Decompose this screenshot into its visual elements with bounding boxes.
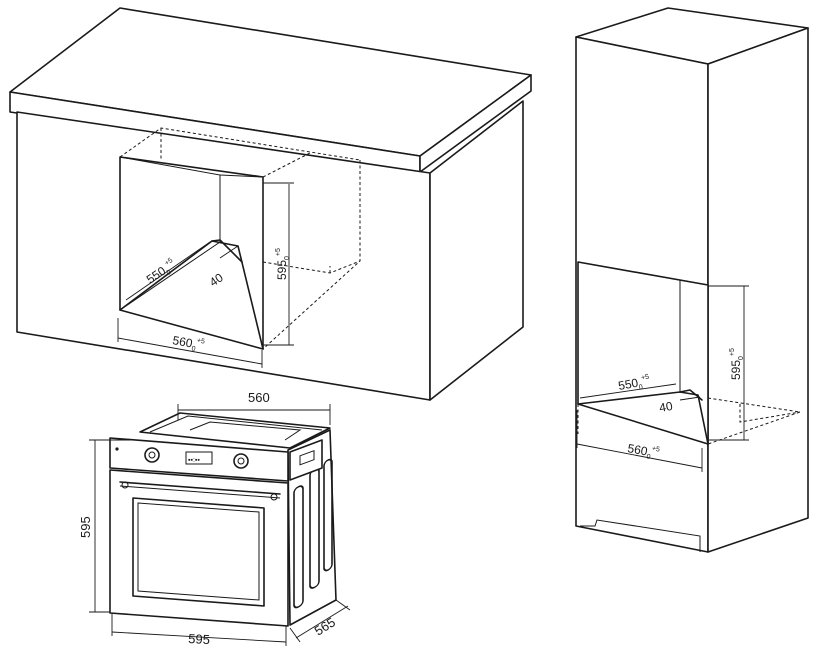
svg-text:5950+5: 5950+5 xyxy=(275,248,291,280)
undercounter-width-label: 5600+5 xyxy=(171,333,205,354)
display-icon: ▪▪:▪▪ xyxy=(188,457,200,464)
undercounter-width-sup: +5 xyxy=(196,337,205,345)
undercounter-width-sub: 0 xyxy=(191,346,196,354)
undercounter-height-label: 5950+5 xyxy=(275,248,291,280)
tall-unit-side xyxy=(707,27,809,553)
oven-front-width-label: 595 xyxy=(188,631,210,647)
tall-width-value: 560 xyxy=(626,441,648,458)
svg-text:5500+5: 5500 +5 xyxy=(617,374,651,395)
oven-top-width-label: 560 xyxy=(248,390,270,405)
tall-depth-sup: +5 xyxy=(641,374,650,382)
tall-depth-value: 550 xyxy=(617,376,639,393)
tall-recess-floor xyxy=(577,391,709,445)
undercounter-cabinet: 5500+5 40 5950+5 5600+5 xyxy=(9,7,532,401)
recess-floor xyxy=(119,240,264,350)
tall-width-sub: 0 xyxy=(646,454,651,462)
right-knob-icon xyxy=(233,453,249,469)
tall-width-label: 5600+5 xyxy=(626,441,660,462)
svg-text:5950+5: 5950+5 xyxy=(729,348,745,380)
tall-depth-sub: 0 xyxy=(638,384,643,392)
undercounter-width-value: 560 xyxy=(171,333,193,350)
oven-top xyxy=(139,412,331,449)
tall-unit-cabinet: 5500+5 40 5950+5 5600+5 xyxy=(575,7,809,553)
undercounter-depth-sub: 0 xyxy=(165,269,172,277)
tall-height-label: 5950+5 xyxy=(729,348,745,380)
oven: ▪▪:▪▪ 560 595 595 565 xyxy=(78,390,351,647)
oven-height-label: 595 xyxy=(78,516,93,538)
oven-side-rail-1 xyxy=(293,485,304,609)
tall-gap-label: 40 xyxy=(658,399,674,415)
svg-text:5600+5: 5600+5 xyxy=(171,333,205,354)
indicator-light-icon xyxy=(115,447,119,451)
tall-height-value: 595 xyxy=(729,360,743,380)
oven-depth-label: 565 xyxy=(312,614,338,638)
tall-height-sub: 0 xyxy=(738,356,745,360)
tall-width-sup: +5 xyxy=(651,445,660,453)
undercounter-height-value: 595 xyxy=(275,260,289,280)
svg-text:5600+5: 5600+5 xyxy=(626,441,660,462)
tall-depth-label: 5500 +5 xyxy=(617,374,651,395)
cabinet-side xyxy=(429,100,524,401)
undercounter-height-sup: +5 xyxy=(275,248,282,256)
oven-side-rail-3 xyxy=(323,458,333,572)
tall-height-sup: +5 xyxy=(729,348,736,356)
undercounter-depth-sup: +5 xyxy=(164,257,175,267)
countertop-side-edge xyxy=(419,74,532,173)
oven-handle xyxy=(119,481,281,495)
undercounter-height-sub: 0 xyxy=(284,256,291,260)
oven-display xyxy=(185,451,213,465)
oven-window xyxy=(132,497,265,607)
left-knob-icon xyxy=(144,447,160,463)
oven-door xyxy=(109,469,289,627)
